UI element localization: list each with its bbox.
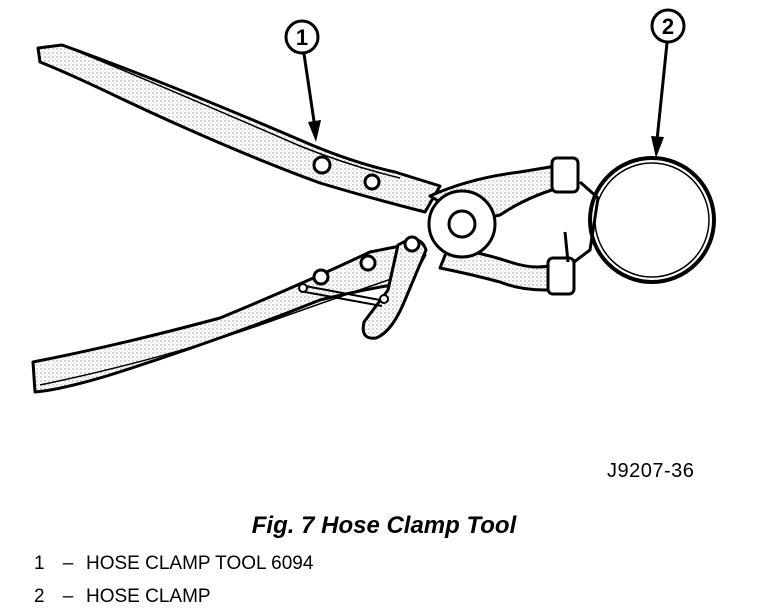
legend-number: 2: [34, 586, 45, 607]
callout-2-circle: [650, 8, 686, 44]
legend-number: 1: [34, 553, 45, 574]
hose-clamp-tool-illustration: 1 2: [31, 8, 716, 394]
legend-dash: –: [62, 586, 74, 607]
legend-item: 2 – HOSE CLAMP: [34, 586, 211, 608]
upper-handle: [36, 43, 442, 214]
lower-handle-rivet: [312, 268, 330, 286]
lower-handle-rivet: [359, 254, 377, 272]
callout-2-label: 2: [662, 14, 674, 39]
pivot-inner: [447, 209, 477, 239]
callout-2-arrowhead: [651, 136, 664, 158]
callout-1-circle: [284, 19, 320, 55]
drawing-number: J9207-36: [607, 460, 695, 482]
lower-jaw-tip: [546, 256, 576, 296]
upper-handle-rivet: [363, 173, 381, 191]
hose-clamp-tang: [573, 180, 600, 264]
legend-item: 1 – HOSE CLAMP TOOL 6094: [34, 553, 313, 575]
legend-text: HOSE CLAMP TOOL 6094: [86, 553, 314, 574]
upper-handle-rivet: [312, 155, 332, 175]
callout-1-arrowhead: [308, 120, 321, 142]
figure-caption: Fig. 7 Hose Clamp Tool: [251, 512, 517, 539]
hose-clamp-ring: [588, 156, 716, 284]
upper-jaw-tip: [550, 156, 580, 194]
callout-1-label: 1: [296, 25, 308, 50]
legend-dash: –: [62, 553, 74, 574]
legend-text: HOSE CLAMP: [86, 586, 211, 607]
